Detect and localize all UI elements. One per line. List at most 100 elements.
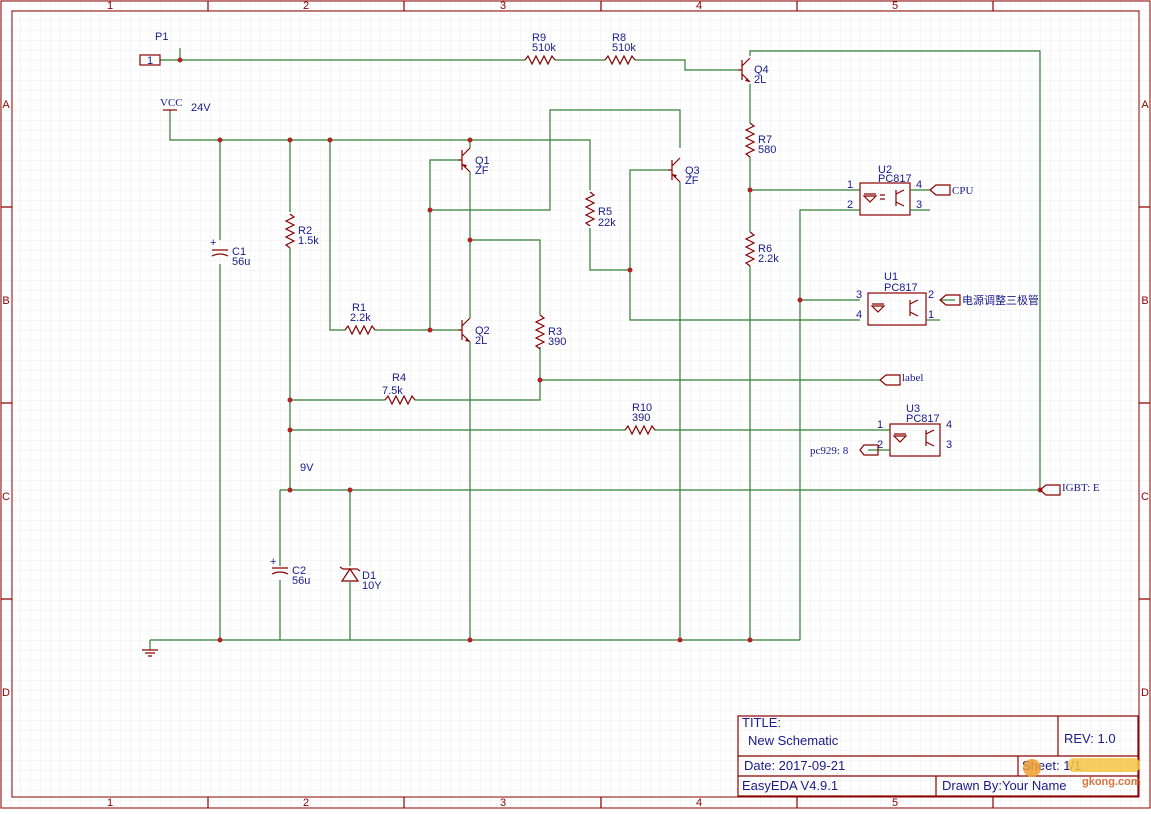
frame-row-a: A xyxy=(2,99,10,111)
r3-value: 390 xyxy=(548,336,566,348)
u2-ref: U2 xyxy=(878,164,892,176)
q2-ref: Q2 xyxy=(475,325,490,337)
r9-value: 510k xyxy=(532,42,556,54)
u3-ref: U3 xyxy=(906,403,920,415)
frame-row-b-right: B xyxy=(1141,295,1148,307)
r1-ref: R1 xyxy=(352,302,366,314)
port-power-transistor-label: 电源调整三极管 xyxy=(962,293,1039,307)
port-cpu-label: CPU xyxy=(952,185,973,197)
frame-col-3: 3 xyxy=(500,0,506,12)
svg-text:2: 2 xyxy=(847,199,853,211)
frame-row-c: C xyxy=(2,491,10,503)
optocoupler-u3[interactable]: U3 PC817 1 2 4 3 xyxy=(877,403,952,457)
frame-row-c-right: C xyxy=(1141,491,1149,503)
tool-version: EasyEDA V4.9.1 xyxy=(742,778,838,793)
q3-ref: Q3 xyxy=(685,165,700,177)
wires xyxy=(149,48,1041,650)
optocoupler-u1[interactable]: U1 PC817 3 4 2 1 xyxy=(856,271,940,326)
r6-value: 2.2k xyxy=(758,253,779,265)
port-pc929[interactable]: pc929: 8 xyxy=(810,444,879,457)
q4-ref: Q4 xyxy=(754,64,769,76)
svg-text:3: 3 xyxy=(946,439,952,451)
svg-text:4: 4 xyxy=(856,309,862,321)
svg-text:+: + xyxy=(270,556,276,568)
c1-value: 56u xyxy=(232,256,250,268)
schematic-title: New Schematic xyxy=(748,733,839,748)
zener-diode-d1[interactable]: D1 10Y xyxy=(339,566,382,592)
r8-ref: R8 xyxy=(612,32,626,44)
resistor-r8[interactable]: R8 510k xyxy=(604,32,636,66)
svg-text:2: 2 xyxy=(928,289,934,301)
port-label[interactable]: label xyxy=(879,372,923,386)
transistor-q4[interactable]: Q4 2L xyxy=(738,57,769,86)
r4-value: 7.5k xyxy=(382,385,403,397)
u3-value: PC817 xyxy=(906,413,940,425)
revision: REV: 1.0 xyxy=(1064,731,1116,746)
optocoupler-u2[interactable]: U2 PC817 1 2 4 3 xyxy=(847,164,930,216)
ground-icon xyxy=(142,649,158,657)
q1-ref: Q1 xyxy=(475,155,490,167)
resistor-r7[interactable]: R7 580 xyxy=(744,122,776,158)
vcc-symbol[interactable]: VCC 24V xyxy=(160,97,211,114)
c1-ref: C1 xyxy=(232,246,246,258)
port-igbt[interactable]: IGBT: E xyxy=(1039,482,1100,496)
r5-ref: R5 xyxy=(598,206,612,218)
port-cpu[interactable]: CPU xyxy=(929,184,973,197)
vcc-value: 24V xyxy=(191,102,211,114)
port-power-transistor[interactable]: 电源调整三极管 xyxy=(939,293,1039,307)
frame-row-a-right: A xyxy=(1141,99,1149,111)
u2-value: PC817 xyxy=(878,173,912,185)
resistor-r6[interactable]: R6 2.2k xyxy=(744,231,779,267)
connector-p1[interactable]: 1 P1 xyxy=(139,31,168,67)
frame-col-4-bottom: 4 xyxy=(696,797,702,809)
svg-text:3: 3 xyxy=(916,199,922,211)
transistor-q2[interactable]: Q2 2L xyxy=(458,317,490,347)
svg-text:4: 4 xyxy=(916,179,922,191)
frame-col-2: 2 xyxy=(303,0,309,12)
date: Date: 2017-09-21 xyxy=(744,758,845,773)
r7-ref: R7 xyxy=(758,134,772,146)
frame-col-1-bottom: 1 xyxy=(107,797,113,809)
svg-text:3: 3 xyxy=(856,289,862,301)
svg-text:1: 1 xyxy=(877,419,883,431)
net-9v-label: 9V xyxy=(300,462,314,474)
resistor-r9[interactable]: R9 510k xyxy=(524,32,556,66)
u1-value: PC817 xyxy=(884,282,918,294)
resistor-r1[interactable]: R1 2.2k xyxy=(344,302,376,336)
q3-value: ZF xyxy=(685,175,699,187)
resistor-r10[interactable]: R10 390 xyxy=(624,402,656,436)
capacitor-c1[interactable]: + C1 56u xyxy=(210,237,250,268)
frame-col-1: 1 xyxy=(107,0,113,12)
frame-col-3-bottom: 3 xyxy=(500,797,506,809)
p1-ref: P1 xyxy=(155,31,168,43)
r2-value: 1.5k xyxy=(298,235,319,247)
frame-col-2-bottom: 2 xyxy=(303,797,309,809)
r3-ref: R3 xyxy=(548,326,562,338)
frame-row-d: D xyxy=(2,687,10,699)
title-label: TITLE: xyxy=(742,715,781,730)
c2-value: 56u xyxy=(292,575,310,587)
frame-col-5: 5 xyxy=(892,0,898,12)
watermark: gkong.com xyxy=(1023,758,1141,788)
frame-row-d-right: D xyxy=(1141,687,1149,699)
resistor-r3[interactable]: R3 390 xyxy=(534,314,566,350)
r7-value: 580 xyxy=(758,144,776,156)
transistor-q1[interactable]: Q1 ZF xyxy=(458,147,490,177)
resistor-r2[interactable]: R2 1.5k xyxy=(284,213,319,249)
transistor-q3[interactable]: Q3 ZF xyxy=(668,157,700,187)
r1-value: 2.2k xyxy=(350,312,371,324)
r5-value: 22k xyxy=(598,217,616,229)
drawn-by: Drawn By:Your Name xyxy=(942,778,1067,793)
vcc-ref: VCC xyxy=(160,97,183,109)
u1-ref: U1 xyxy=(884,271,898,283)
resistor-r4[interactable]: R4 7.5k xyxy=(382,372,416,406)
svg-text:+: + xyxy=(210,237,216,249)
frame-col-4: 4 xyxy=(696,0,702,12)
capacitor-c2[interactable]: + C2 56u xyxy=(270,556,310,587)
svg-text:1: 1 xyxy=(928,309,934,321)
svg-text:4: 4 xyxy=(946,419,952,431)
d1-value: 10Y xyxy=(362,580,382,592)
resistor-r5[interactable]: R5 22k xyxy=(584,191,616,229)
watermark-text: gkong.com xyxy=(1082,776,1141,788)
